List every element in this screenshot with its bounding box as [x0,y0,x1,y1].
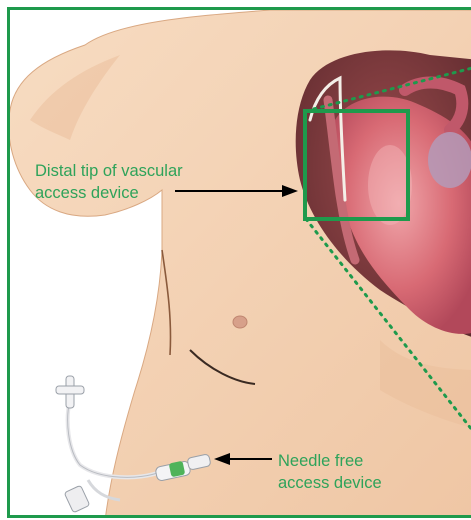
heart-highlight [368,145,412,225]
atrium [428,132,471,188]
needle-free-label: Needle free access device [278,450,458,494]
distal-tip-label: Distal tip of vascular access device [35,160,285,204]
illustration-frame: Distal tip of vascular access device Nee… [7,7,471,518]
nipple [233,316,247,328]
anatomy-illustration [10,10,471,518]
